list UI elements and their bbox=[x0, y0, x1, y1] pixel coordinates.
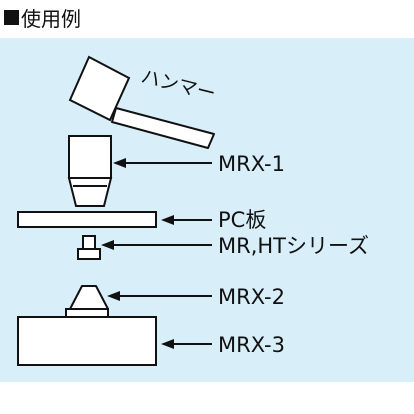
mr-ht-label: MR,HTシリーズ bbox=[218, 234, 369, 258]
mrx3-block bbox=[17, 316, 157, 366]
mrx3-label: MRX-3 bbox=[218, 333, 285, 357]
pc-label: PC板 bbox=[218, 208, 266, 232]
mr-ht-arrow bbox=[101, 240, 212, 250]
mrx2-part bbox=[65, 285, 109, 318]
hammer-head bbox=[68, 55, 131, 122]
square-bullet-icon bbox=[4, 9, 19, 25]
mr-ht-part bbox=[77, 235, 101, 260]
section-title: 使用例 bbox=[21, 6, 81, 31]
pc-board bbox=[17, 211, 157, 228]
mrx1-label: MRX-1 bbox=[218, 152, 285, 176]
hammer-label: ハンマー bbox=[139, 66, 218, 106]
mrx1-arrow bbox=[113, 158, 212, 168]
mrx1-part bbox=[67, 135, 113, 207]
section-heading: 使用例 bbox=[4, 4, 81, 31]
hammer-handle bbox=[111, 107, 215, 149]
pc-arrow bbox=[161, 215, 212, 225]
mrx3-arrow bbox=[161, 339, 212, 349]
mrx2-arrow bbox=[107, 291, 212, 301]
mrx2-label: MRX-2 bbox=[218, 285, 285, 309]
hammer bbox=[68, 55, 215, 149]
